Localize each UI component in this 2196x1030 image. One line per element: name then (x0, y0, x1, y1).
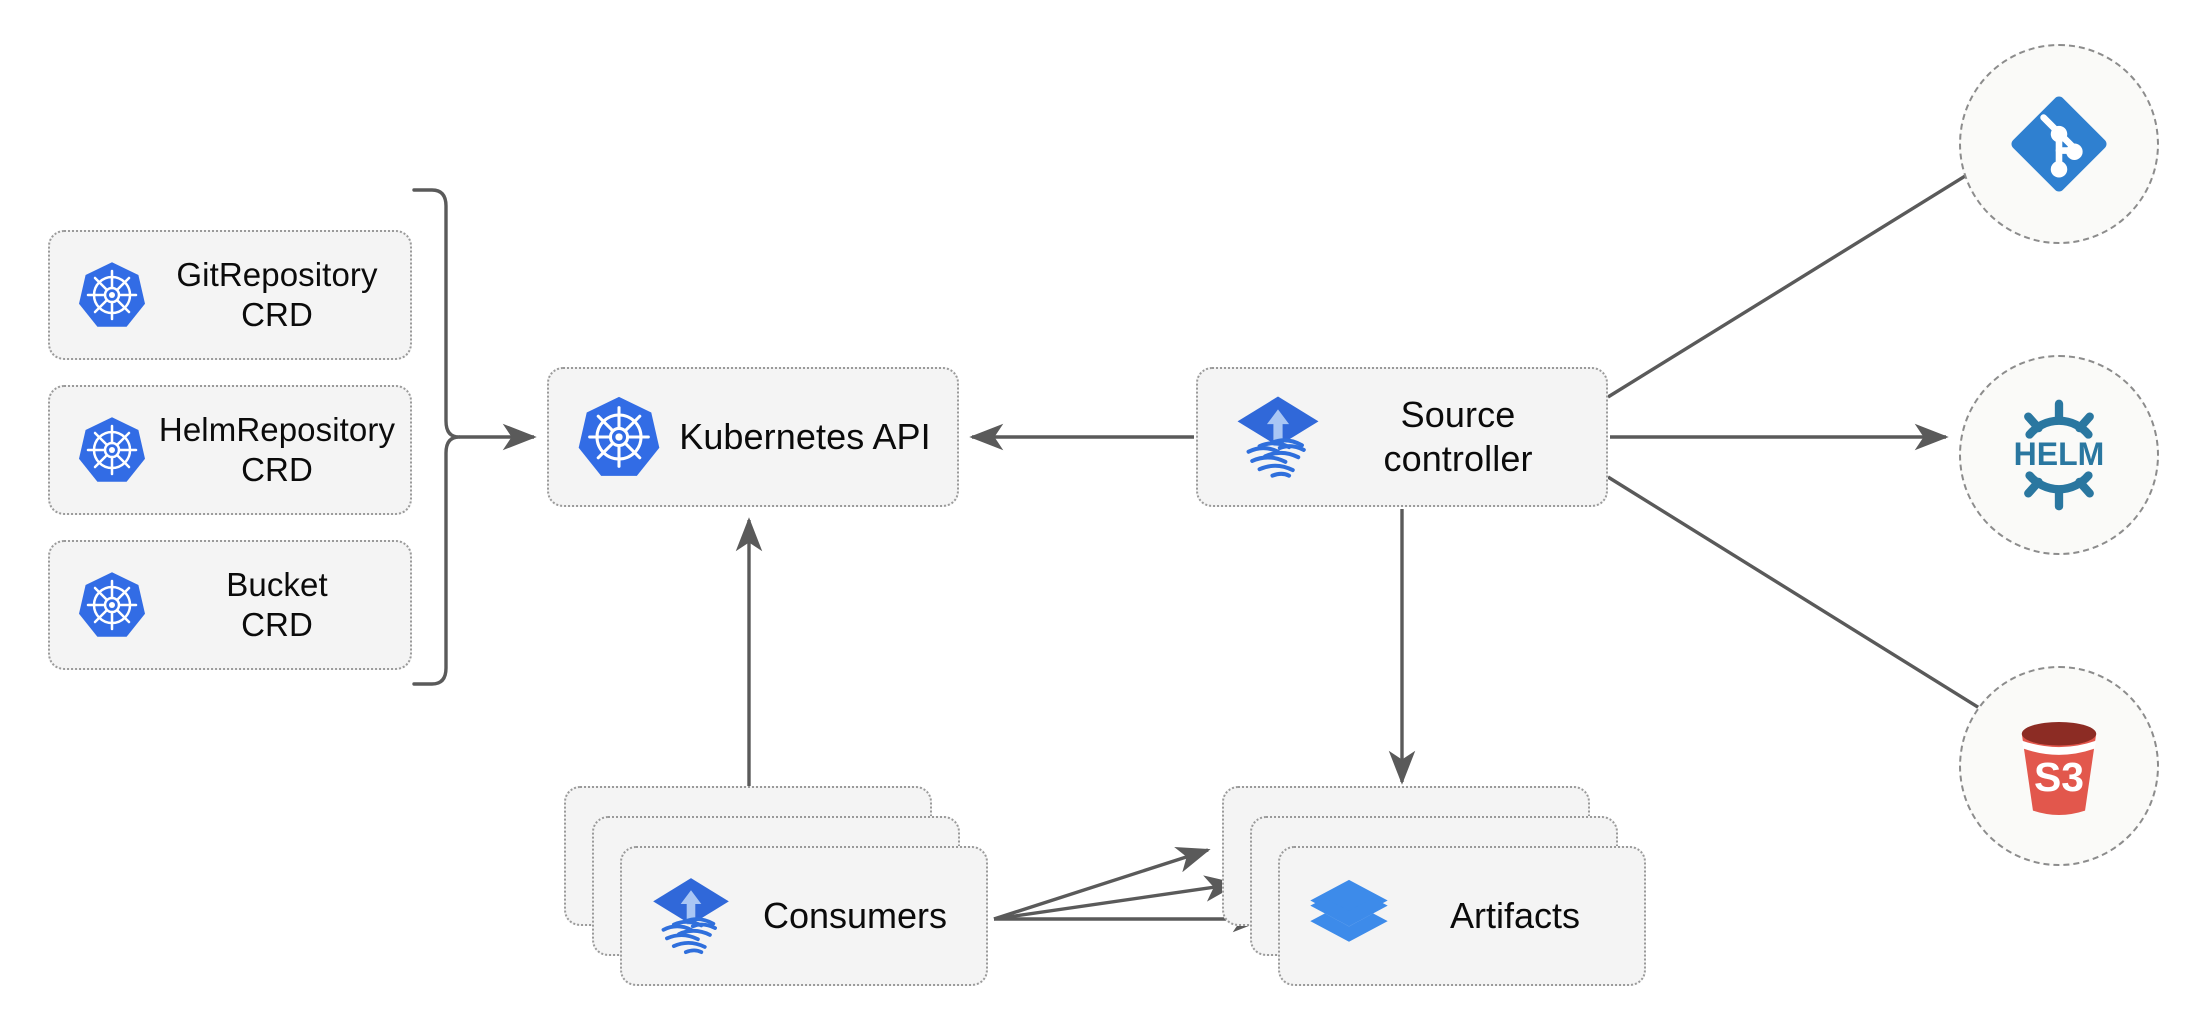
crd-label: GitRepository CRD (176, 255, 378, 333)
flux-icon (1232, 391, 1324, 483)
node-label: Kubernetes API (679, 416, 931, 458)
edge-consumers-to-artifacts-2 (993, 875, 1239, 921)
crd-box-gitrepository[interactable]: GitRepository CRD (48, 230, 412, 360)
node-label: Source controller (1383, 394, 1533, 479)
external-source-helm[interactable]: HELM (1959, 355, 2159, 555)
kubernetes-icon (575, 393, 663, 481)
layers-icon (1306, 873, 1392, 959)
node-artifacts-stack[interactable]: Artifacts (1222, 786, 1652, 996)
consumers-sheet-front[interactable]: Consumers (620, 846, 988, 986)
crd-group-bracket (412, 188, 461, 686)
edge-consumers-to-artifacts-1 (993, 846, 1211, 921)
node-source-controller[interactable]: Source controller (1196, 367, 1608, 507)
crd-box-bucket[interactable]: Bucket CRD (48, 540, 412, 670)
crd-label: HelmRepository CRD (158, 410, 396, 488)
kubernetes-icon (76, 414, 148, 486)
crd-box-helmrepository[interactable]: HelmRepository CRD (48, 385, 412, 515)
node-label: Consumers (762, 895, 948, 936)
external-source-git[interactable] (1959, 44, 2159, 244)
kubernetes-icon (76, 259, 148, 331)
node-kubernetes-api[interactable]: Kubernetes API (547, 367, 959, 507)
artifacts-sheet-front[interactable]: Artifacts (1278, 846, 1646, 986)
node-label: Artifacts (1449, 895, 1581, 936)
helm-wordmark: HELM (2014, 436, 2105, 472)
crd-label: Bucket CRD (226, 565, 328, 643)
flux-icon (648, 873, 734, 959)
helm-icon: HELM (1995, 391, 2123, 519)
s3-bucket-icon: S3 (1997, 704, 2121, 828)
kubernetes-icon (76, 569, 148, 641)
edge-source-controller-to-s3 (1607, 475, 2045, 749)
s3-wordmark: S3 (2034, 754, 2084, 800)
node-consumers-stack[interactable]: Consumers (564, 786, 994, 996)
git-icon (2004, 89, 2114, 199)
external-source-s3[interactable]: S3 (1959, 666, 2159, 866)
